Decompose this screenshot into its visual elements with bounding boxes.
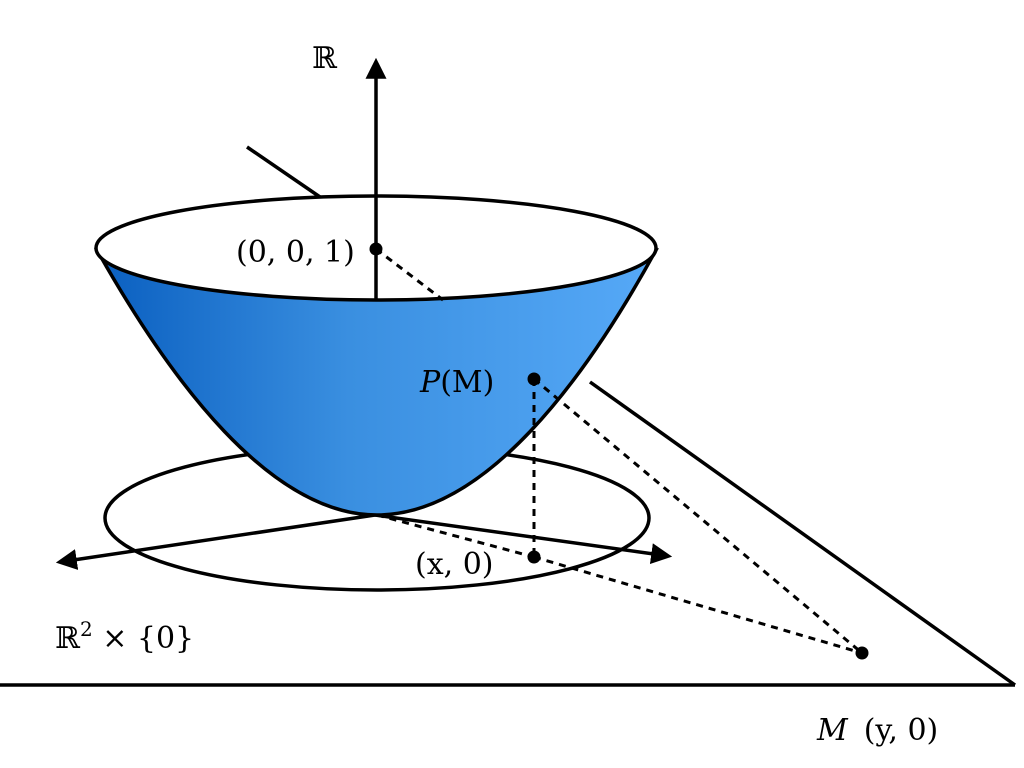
point-top <box>369 242 383 256</box>
point-p-name: P <box>419 365 441 400</box>
point-p <box>527 372 541 386</box>
point-p-label: P(M) <box>419 365 494 400</box>
point-m <box>855 646 869 660</box>
dashed-x-to-m <box>533 555 863 655</box>
plane-label: ℝ2 × {0} <box>55 617 194 656</box>
projection-line-back <box>246 145 321 199</box>
plane-axis-left-arrow <box>55 513 376 570</box>
point-top-label: (0, 0, 1) <box>236 235 355 270</box>
projection-line-front <box>588 380 1017 687</box>
real-line-label: ℝ <box>312 41 338 76</box>
dashed-top-to-rim <box>375 247 444 302</box>
dashed-p-to-m <box>533 377 863 655</box>
point-m-coords: (y, 0) <box>864 713 939 748</box>
plane-axis-right-arrow <box>374 513 673 565</box>
point-x-label: (x, 0) <box>415 547 494 582</box>
plane-label-rest: × {0} <box>93 621 194 656</box>
point-p-arg: (M) <box>440 365 494 400</box>
point-m-label: M (y, 0) <box>816 713 938 748</box>
plane-label-exp: 2 <box>80 617 93 641</box>
point-x <box>527 550 541 564</box>
point-m-name: M <box>816 713 849 748</box>
plane-label-base: ℝ <box>55 621 81 656</box>
dashed-origin-to-x <box>376 513 535 559</box>
